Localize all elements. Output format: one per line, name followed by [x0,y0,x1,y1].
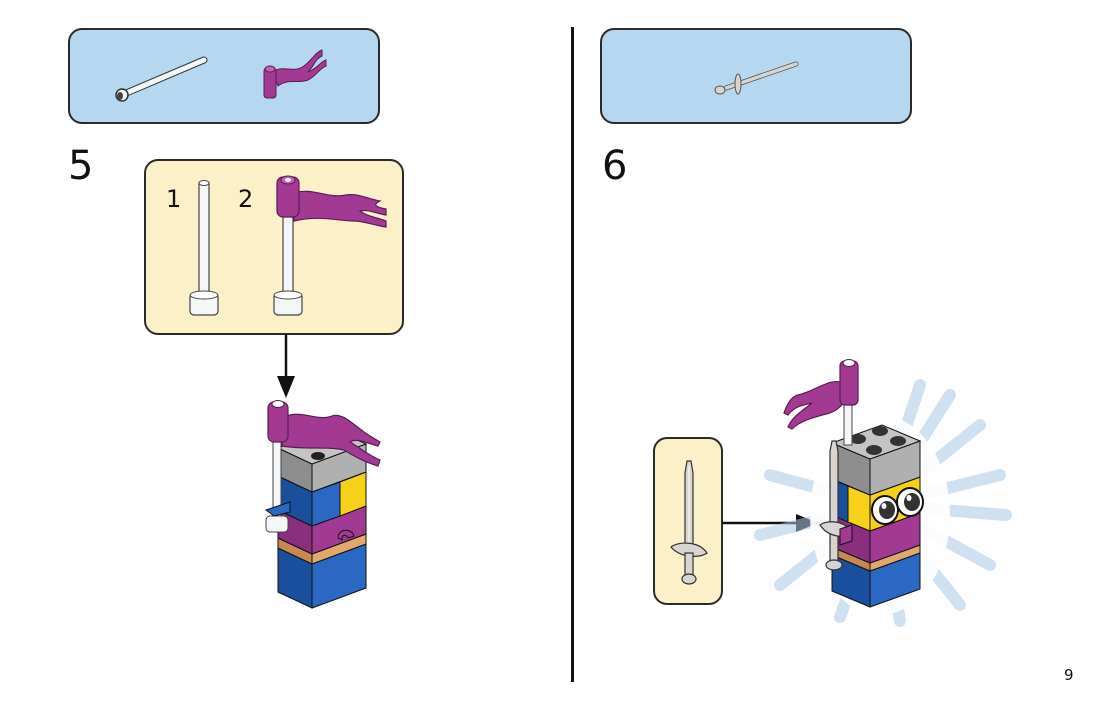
substep-number: 1 [166,185,182,213]
step5-arrow [277,334,295,398]
substep-number: 2 [238,185,254,213]
step6-part-callout [653,437,723,605]
page-number: 9 [1064,666,1074,684]
sword-part-icon [714,61,799,95]
eyes-icon [871,487,924,525]
antenna-bar-part-icon [115,56,208,102]
flag-part-icon [263,49,327,99]
step-number: 6 [602,143,628,189]
flag-on-antenna-icon [273,175,387,316]
step6-model-illustration [754,359,1012,627]
page-divider [571,27,574,682]
step6-parts-box [600,28,912,124]
step5-substep-callout: 1 2 [144,159,404,335]
sword-icon [670,460,708,585]
step-number: 5 [68,143,94,189]
antenna-bar-icon [189,180,219,316]
step5-model-illustration [264,400,381,609]
step5-parts-box [68,28,380,124]
